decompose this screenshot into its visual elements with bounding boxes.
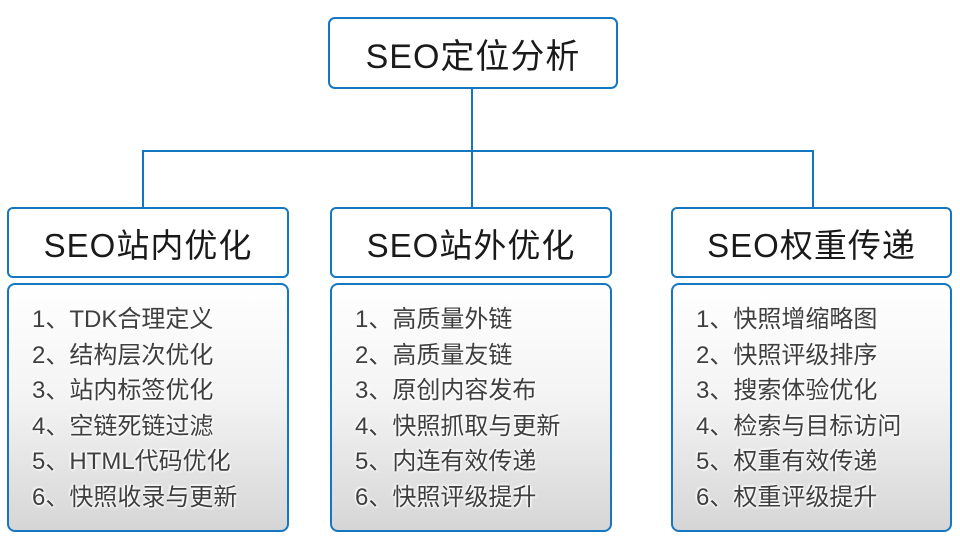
column-title: SEO站外优化	[366, 226, 576, 264]
connector-right-drop	[812, 150, 814, 208]
list-item: 3、原创内容发布	[355, 377, 537, 404]
list-item: 4、空链死链过滤	[32, 412, 214, 440]
list-item: 2、结构层次优化	[32, 341, 214, 369]
list-item: 5、权重有效传递	[696, 448, 878, 475]
list-item: 2、快照评级排序	[696, 341, 878, 369]
connector-branch-horizontal	[142, 150, 814, 152]
column-header-onsite: SEO站内优化	[7, 207, 289, 278]
list-item: 1、TDK合理定义	[32, 306, 214, 333]
list-item: 3、站内标签优化	[32, 377, 214, 404]
connector-left-drop	[142, 150, 144, 208]
list-item: 6、权重评级提升	[696, 483, 878, 511]
column-header-offsite: SEO站外优化	[330, 207, 612, 278]
column-title: SEO站内优化	[43, 226, 253, 264]
column-body-offsite: 1、高质量外链 2、高质量友链 3、原创内容发布 4、快照抓取与更新 5、内连有…	[330, 283, 612, 532]
root-node-title: SEO定位分析	[365, 37, 581, 76]
connector-root-vertical	[471, 89, 473, 151]
list-item: 6、快照评级提升	[355, 483, 537, 511]
list-item: 1、高质量外链	[355, 306, 513, 333]
list-item: 5、HTML代码优化	[32, 448, 231, 475]
list-item: 1、快照增缩略图	[696, 306, 878, 333]
list-item: 2、高质量友链	[355, 341, 513, 369]
connector-middle-drop	[471, 150, 473, 208]
column-title: SEO权重传递	[707, 226, 916, 264]
list-item: 4、快照抓取与更新	[355, 412, 561, 440]
column-body-weight-transfer: 1、快照增缩略图 2、快照评级排序 3、搜索体验优化 4、检索与目标访问 5、权…	[671, 283, 952, 532]
column-body-onsite: 1、TDK合理定义 2、结构层次优化 3、站内标签优化 4、空链死链过滤 5、H…	[7, 283, 289, 532]
list-item: 4、检索与目标访问	[696, 412, 902, 440]
column-header-weight-transfer: SEO权重传递	[671, 207, 952, 278]
list-item: 5、内连有效传递	[355, 448, 537, 475]
root-node-seo-positioning: SEO定位分析	[328, 17, 618, 89]
list-item: 6、快照收录与更新	[32, 483, 238, 511]
list-item: 3、搜索体验优化	[696, 377, 878, 404]
